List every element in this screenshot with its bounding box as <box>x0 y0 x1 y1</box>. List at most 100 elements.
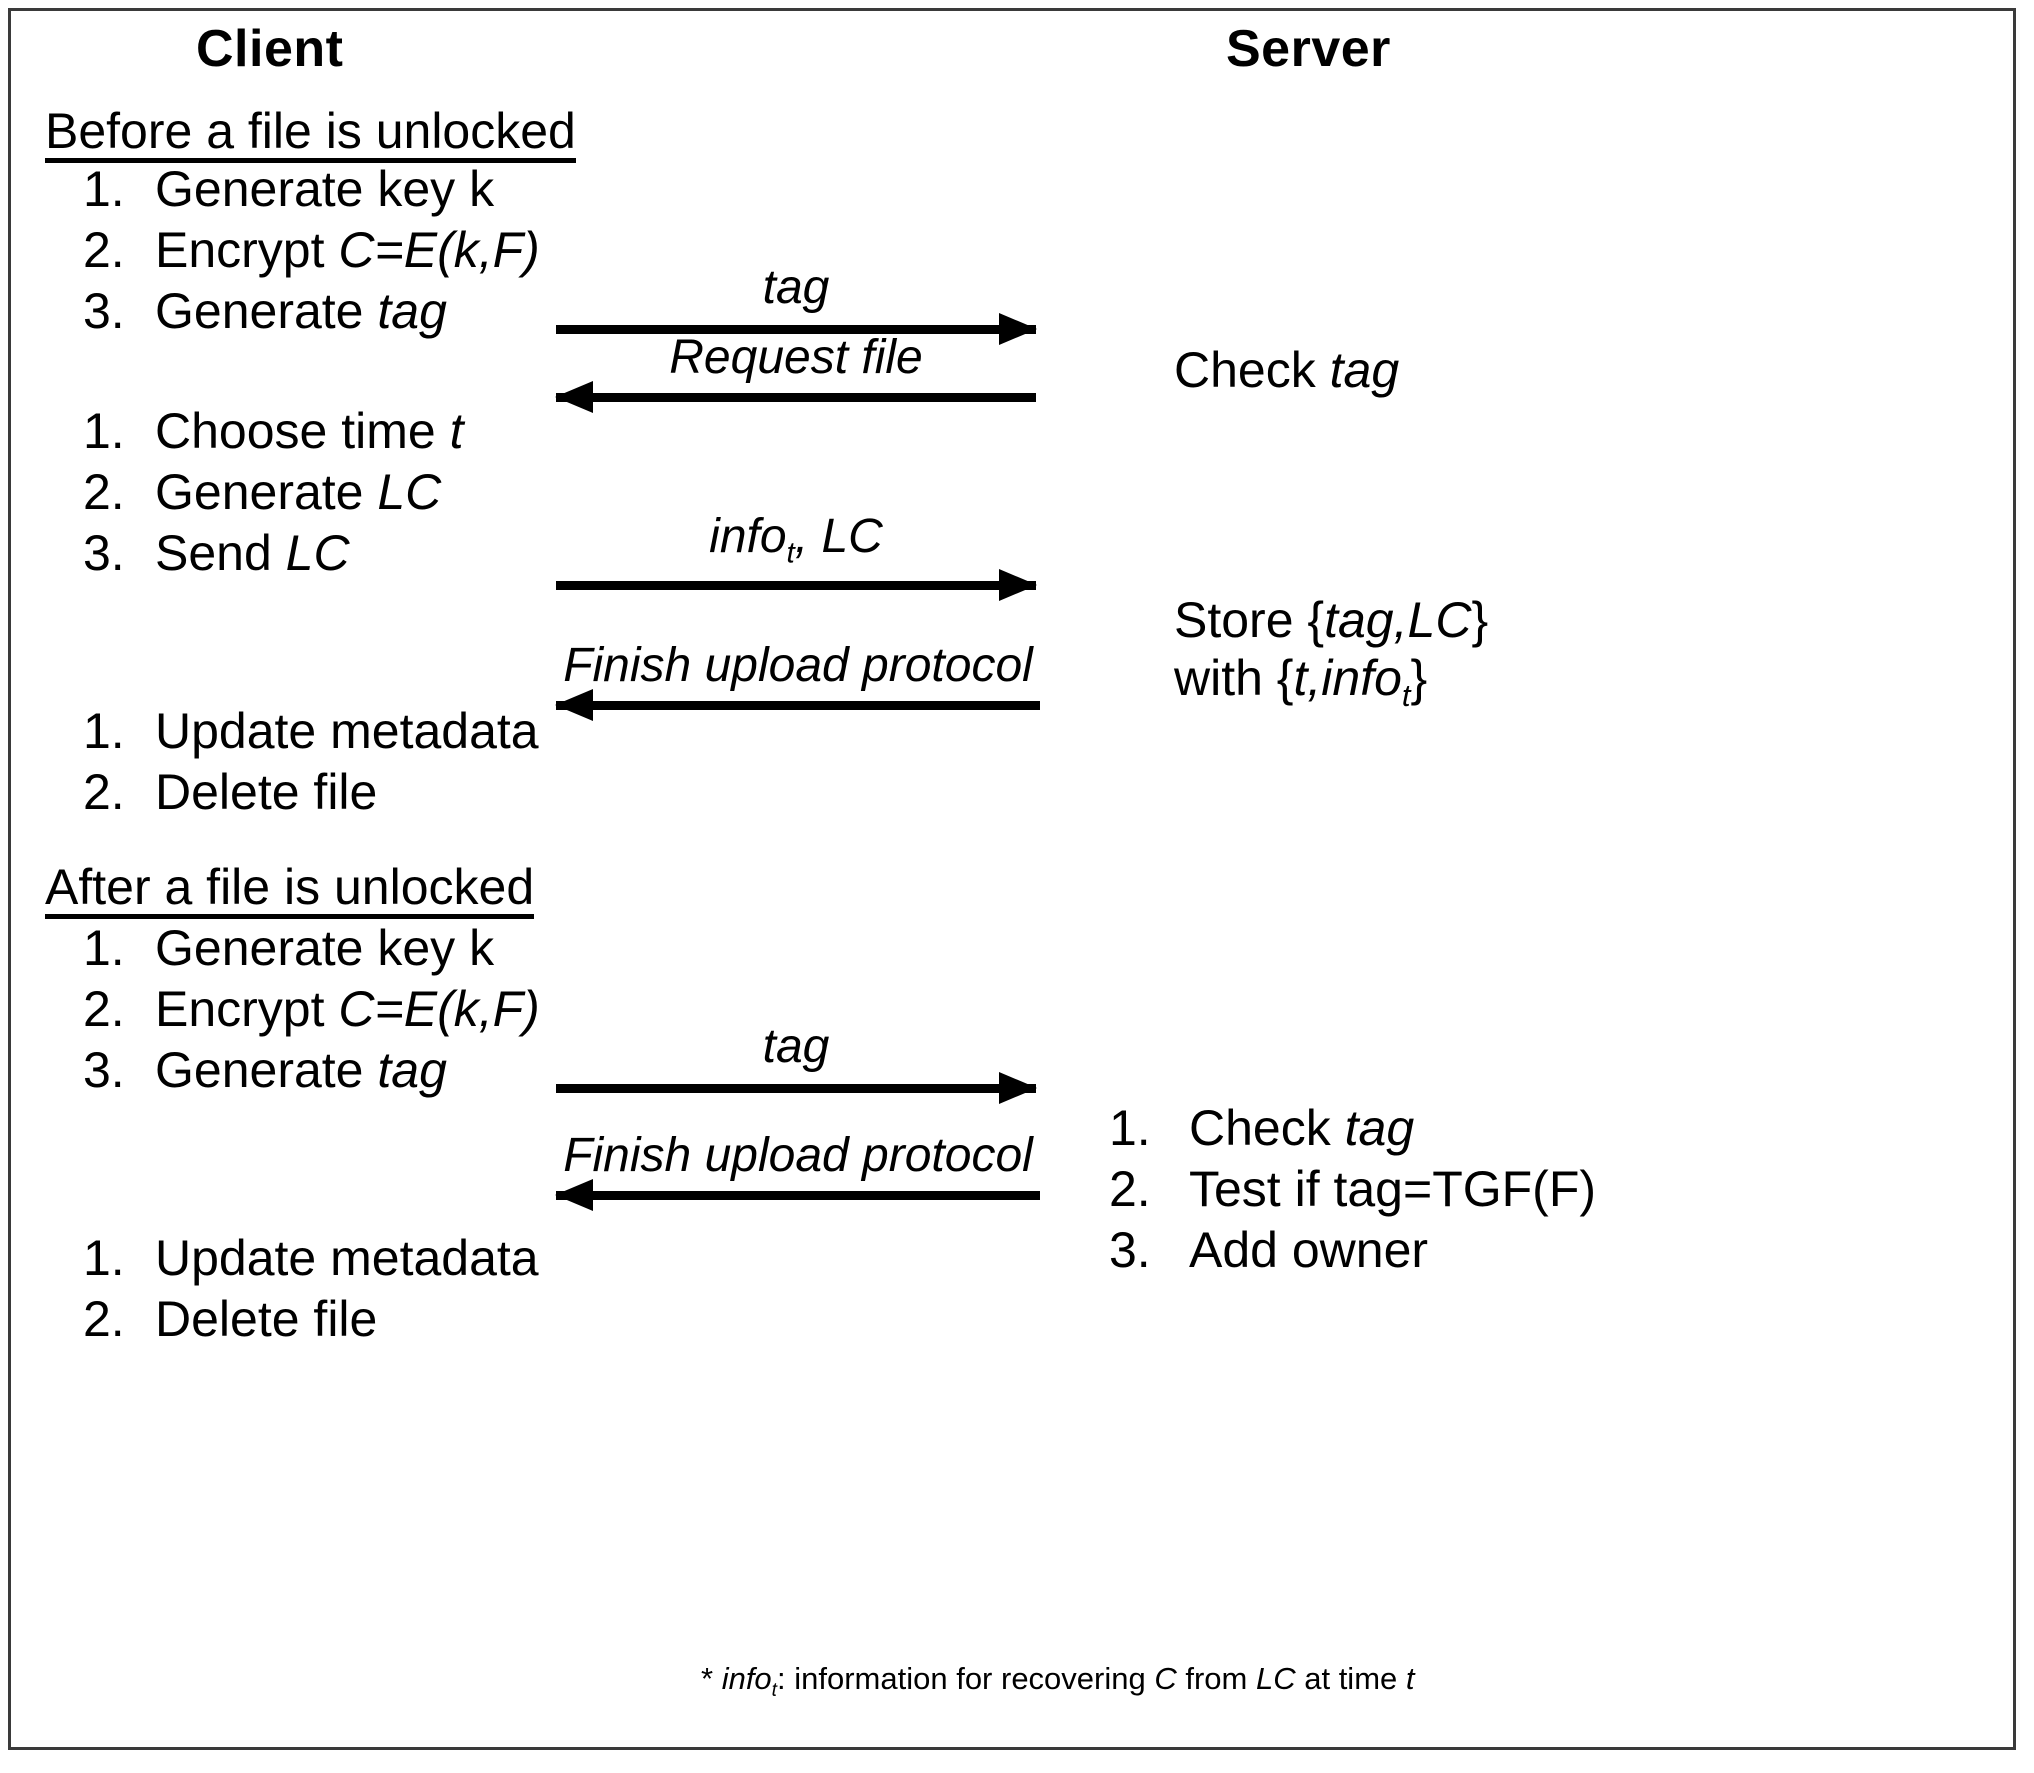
arrow-shaft <box>556 325 1036 334</box>
message-label-tag-1: tag <box>762 261 830 314</box>
list-item: 1. Update metadata <box>83 706 539 756</box>
list-number: 3. <box>83 1042 125 1098</box>
list-item: 1. Generate key k <box>83 164 540 214</box>
arrow-shaft <box>556 393 1036 402</box>
list-text: Send <box>155 525 286 581</box>
list-number: 1. <box>83 161 125 217</box>
list-item: 2. Generate LC <box>83 467 464 517</box>
list-text: Update metadata <box>155 703 539 759</box>
list-number: 3. <box>83 283 125 339</box>
list-item: 3. Send LC <box>83 528 464 578</box>
list-number: 2. <box>1109 1161 1151 1217</box>
server-action-store: Store {tag,LC} with {t,infot} <box>1174 591 1488 714</box>
list-item: 2. Delete file <box>83 1294 539 1344</box>
list-number: 3. <box>1109 1222 1151 1278</box>
client-steps-after-block1: 1. Generate key k 2. Encrypt C=E(k,F) 3.… <box>83 923 540 1106</box>
list-item: 1. Update metadata <box>83 1233 539 1283</box>
list-text: Generate key k <box>155 161 495 217</box>
message-label-request-file: Request file <box>669 331 923 384</box>
store2-suffix: } <box>1410 650 1428 706</box>
list-text-italic: tag <box>377 1042 447 1098</box>
footnote-t: t <box>1405 1661 1415 1696</box>
list-item: 3. Add owner <box>1109 1225 1596 1275</box>
diagram-frame: Client Server Before a file is unlocked … <box>8 8 2016 1750</box>
list-text-italic: tag <box>377 283 447 339</box>
column-header-server: Server <box>1226 20 1391 78</box>
footnote-subscript: t <box>771 1680 778 1702</box>
server-action-check-tag: Check tag <box>1174 341 1399 399</box>
list-text-italic: tag <box>1344 1100 1415 1156</box>
store-suffix: } <box>1471 592 1489 648</box>
list-text-italic: LC <box>377 464 442 520</box>
list-text: Update metadata <box>155 1230 539 1286</box>
list-item: 1. Choose time t <box>83 406 464 456</box>
list-item: 2. Encrypt C=E(k,F) <box>83 984 540 1034</box>
store-italic: tag,LC <box>1324 592 1472 648</box>
server-store-line-2: with {t,infot} <box>1174 649 1488 714</box>
footnote-star: * <box>701 1661 722 1696</box>
message-label-finish-upload-1: Finish upload protocol <box>563 639 1033 692</box>
list-number: 2. <box>83 222 125 278</box>
list-item: 1. Generate key k <box>83 923 540 973</box>
list-text: Generate <box>155 283 378 339</box>
list-number: 3. <box>83 525 125 581</box>
column-header-client: Client <box>196 20 344 78</box>
store2-prefix: with { <box>1174 650 1294 706</box>
list-number: 1. <box>83 1230 125 1286</box>
footnote-lc: LC <box>1255 1661 1296 1696</box>
list-item: 3. Generate tag <box>83 286 540 336</box>
footnote-term: info <box>721 1661 772 1696</box>
arrow-shaft <box>556 701 1040 710</box>
list-text: Encrypt <box>155 222 339 278</box>
list-number: 1. <box>1109 1100 1151 1156</box>
footnote-text-3: at time <box>1295 1661 1406 1696</box>
list-text-italic: LC <box>285 525 350 581</box>
list-item: 2. Test if tag=TGF(F) <box>1109 1164 1596 1214</box>
arrow-shaft <box>556 1084 1036 1093</box>
list-number: 1. <box>83 703 125 759</box>
list-text: Choose time <box>155 403 450 459</box>
arrowhead-right-icon <box>999 569 1037 601</box>
server-action-text-italic: tag <box>1329 342 1400 398</box>
server-steps-after: 1. Check tag 2. Test if tag=TGF(F) 3. Ad… <box>1109 1103 1596 1286</box>
footnote-c: C <box>1154 1661 1177 1696</box>
list-item: 3. Generate tag <box>83 1045 540 1095</box>
list-text: Generate key k <box>155 920 495 976</box>
list-text-italic: C=E(k,F) <box>338 981 540 1037</box>
footnote-text-2: from <box>1176 1661 1256 1696</box>
list-number: 2. <box>83 981 125 1037</box>
client-steps-after-block2: 1. Update metadata 2. Delete file <box>83 1233 539 1355</box>
list-text: Generate <box>155 1042 378 1098</box>
list-text: Generate <box>155 464 378 520</box>
list-text: Add owner <box>1189 1222 1429 1278</box>
list-text-italic: t <box>449 403 464 459</box>
list-number: 1. <box>83 920 125 976</box>
arrowhead-left-icon <box>555 1179 593 1211</box>
message-label-info-lc: infot, LC <box>709 510 883 570</box>
list-number: 2. <box>83 764 125 820</box>
list-text: Delete file <box>155 764 378 820</box>
list-text: Encrypt <box>155 981 339 1037</box>
footnote-text-1: : information for recovering <box>777 1661 1155 1696</box>
section-heading-before: Before a file is unlocked <box>45 106 576 163</box>
list-text-italic: C=E(k,F) <box>338 222 540 278</box>
arrowhead-left-icon <box>555 381 593 413</box>
list-number: 2. <box>83 1291 125 1347</box>
footnote: * infot: information for recovering C fr… <box>701 1661 1415 1702</box>
store2-subscript: t <box>1401 678 1411 713</box>
store2-italic: t,info <box>1293 650 1402 706</box>
list-text: Test if tag=TGF(F) <box>1189 1161 1597 1217</box>
section-heading-after: After a file is unlocked <box>45 862 535 919</box>
list-item: 1. Check tag <box>1109 1103 1596 1153</box>
arrowhead-right-icon <box>999 313 1037 345</box>
message-label-tag-2: tag <box>762 1020 830 1073</box>
arrowhead-right-icon <box>999 1072 1037 1104</box>
server-store-line-1: Store {tag,LC} <box>1174 591 1488 649</box>
list-number: 1. <box>83 403 125 459</box>
arrow-shaft <box>556 581 1036 590</box>
arrowhead-left-icon <box>555 689 593 721</box>
client-steps-before-block3: 1. Update metadata 2. Delete file <box>83 706 539 828</box>
list-item: 2. Delete file <box>83 767 539 817</box>
list-item: 2. Encrypt C=E(k,F) <box>83 225 540 275</box>
list-text: Check <box>1189 1100 1345 1156</box>
